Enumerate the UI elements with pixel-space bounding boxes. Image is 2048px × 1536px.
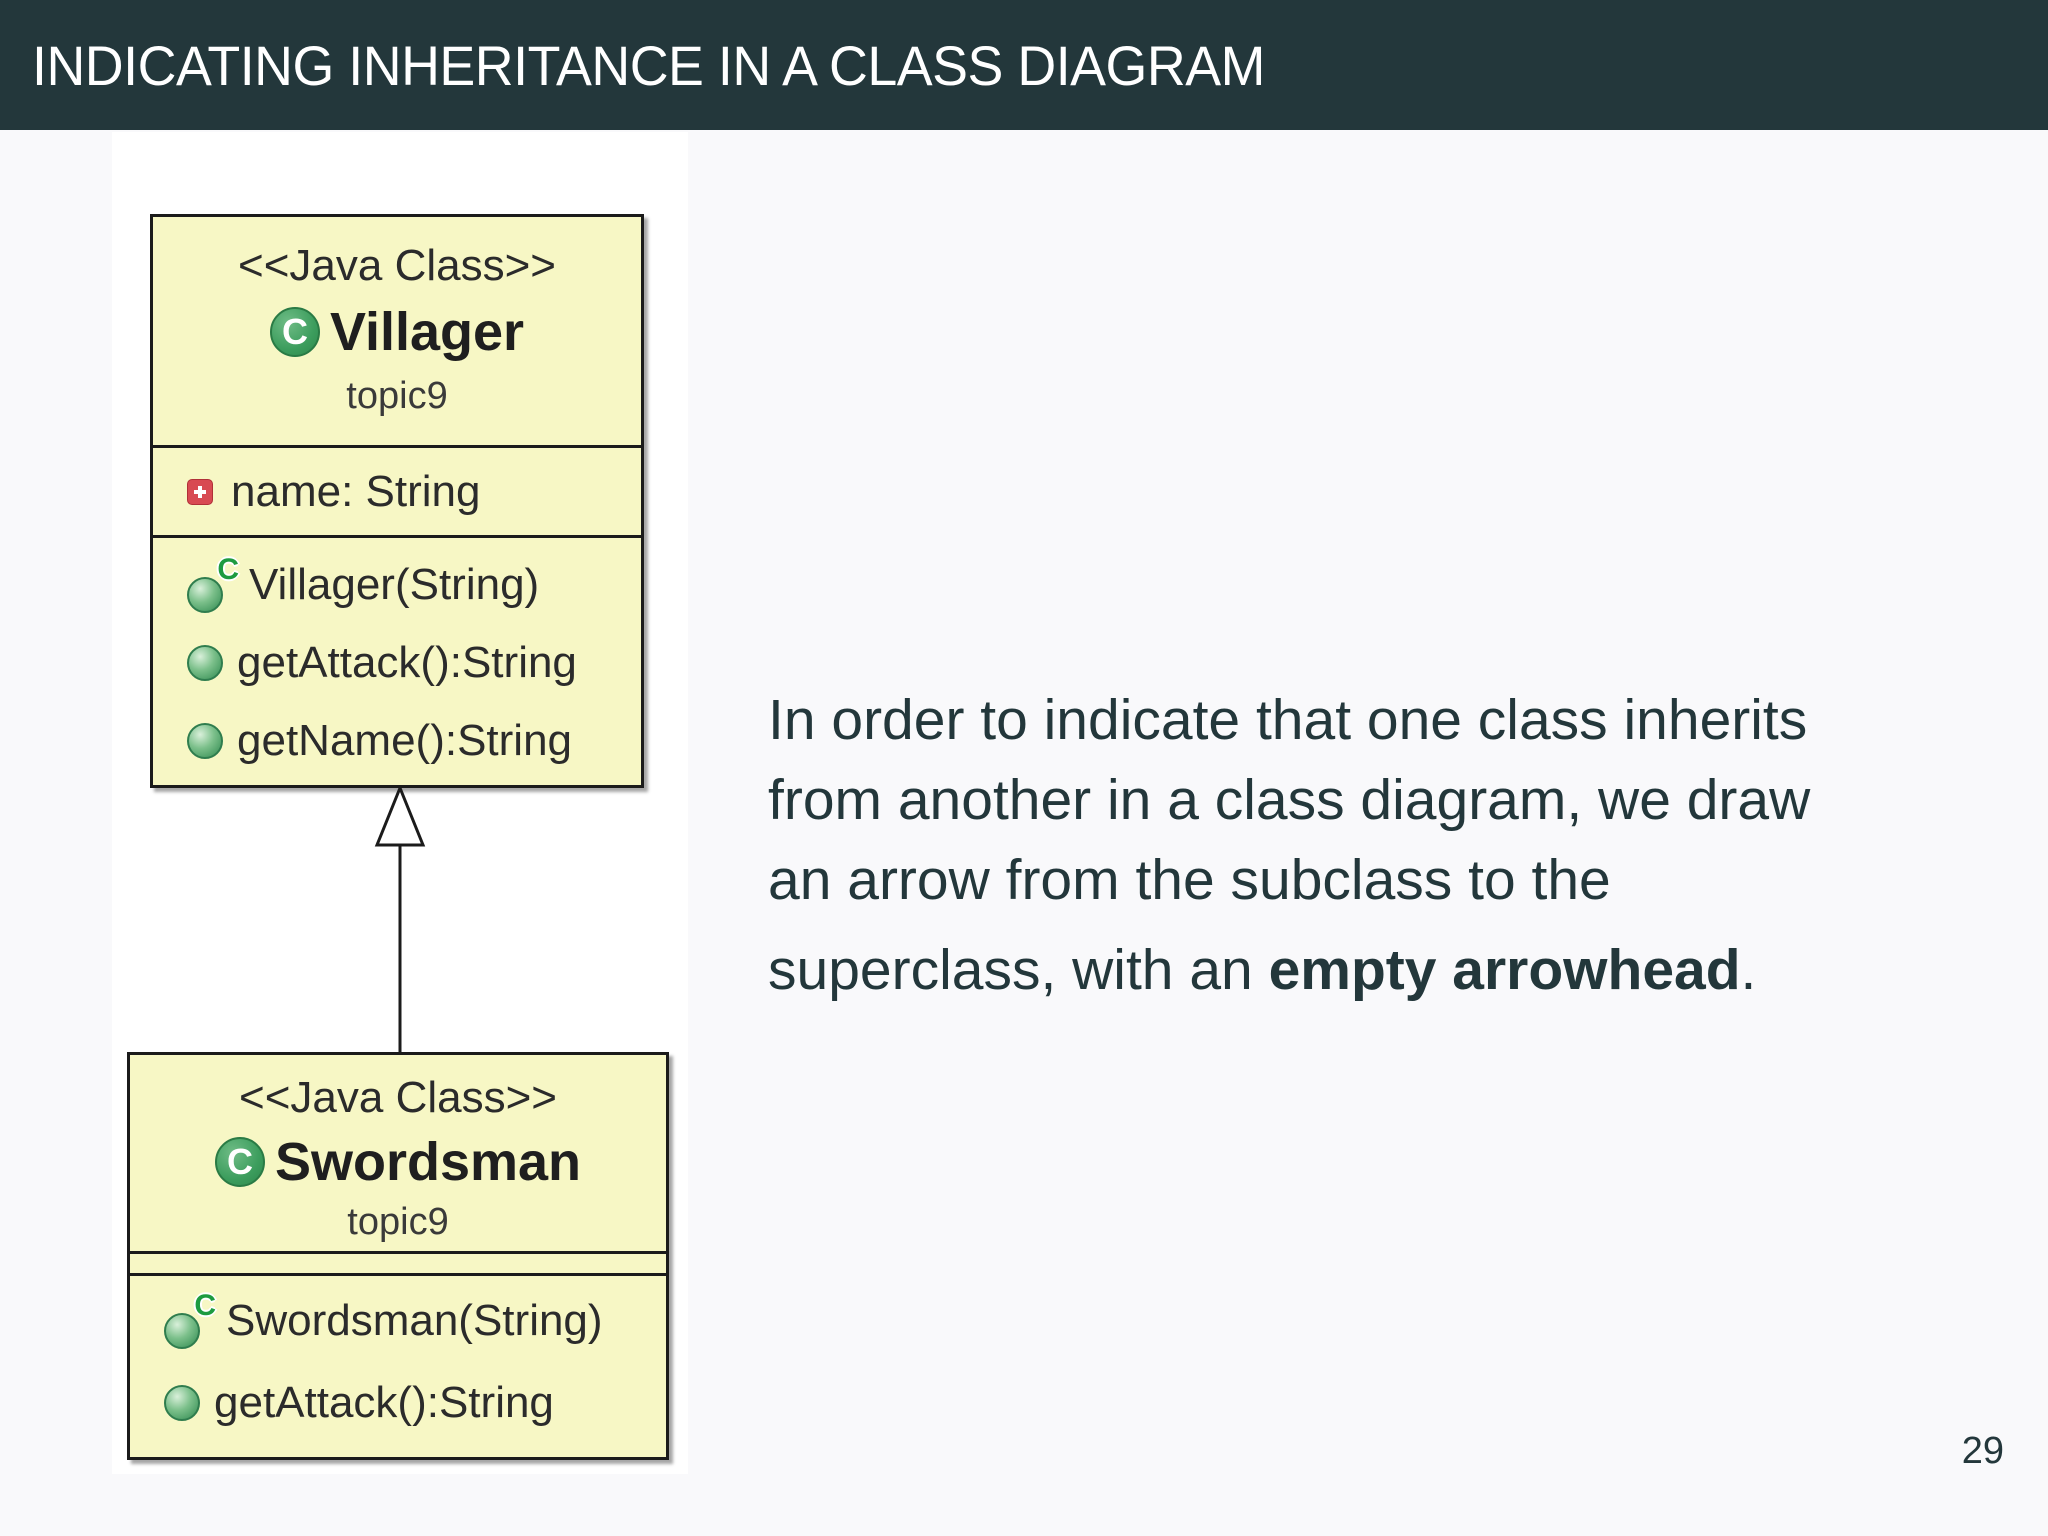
constructor-c-marker: C (217, 553, 239, 586)
method-text: getAttack():String (214, 1378, 554, 1427)
paragraph-bold-text: empty arrowhead (1268, 938, 1741, 1002)
method-row: getAttack():String (153, 624, 641, 702)
paragraph-line: an arrow from the subclass to the (768, 848, 1611, 912)
slide-title-bar: INDICATING INHERITANCE IN A CLASS DIAGRA… (0, 0, 2048, 130)
swordsman-header: <<Java Class>> C Swordsman topic9 (130, 1055, 666, 1251)
swordsman-name-row: C Swordsman (130, 1131, 666, 1193)
method-row: C Villager(String) (153, 546, 641, 624)
villager-name-row: C Villager (153, 301, 641, 363)
java-class-icon: C (214, 1137, 265, 1187)
method-row: getAttack():String (130, 1362, 666, 1444)
method-icon (164, 1385, 200, 1421)
paragraph-text: . (1740, 938, 1757, 1002)
slide-title: INDICATING INHERITANCE IN A CLASS DIAGRA… (32, 33, 1265, 97)
class-box-villager: <<Java Class>> C Villager topic9 name: S… (150, 214, 644, 788)
method-sphere-icon (164, 1313, 200, 1349)
villager-package: topic9 (346, 375, 448, 417)
method-icon (187, 723, 223, 759)
method-row: getName():String (153, 702, 641, 780)
private-field-icon (187, 478, 213, 505)
method-sphere-icon (187, 577, 223, 613)
attribute-row: name: String (153, 448, 641, 535)
method-text: Villager(String) (249, 560, 540, 609)
paragraph-line: superclass, with an empty arrowhead. (768, 930, 2038, 1010)
empty-arrowhead (374, 785, 426, 847)
swordsman-stereotype: <<Java Class>> (239, 1073, 557, 1122)
villager-attributes-compartment: name: String (153, 445, 641, 535)
method-text: getName():String (237, 716, 573, 765)
swordsman-class-name: Swordsman (274, 1132, 582, 1192)
attribute-text: name: String (231, 466, 481, 516)
method-text: getAttack():String (237, 638, 577, 687)
villager-class-name: Villager (329, 302, 525, 362)
paragraph-line: from another in a class diagram, we draw (768, 768, 1811, 832)
swordsman-package: topic9 (347, 1201, 449, 1243)
class-box-swordsman: <<Java Class>> C Swordsman topic9 C Swor… (127, 1052, 669, 1460)
method-text: Swordsman(String) (226, 1296, 603, 1345)
inheritance-arrow (374, 785, 426, 1053)
java-class-icon: C (269, 307, 320, 357)
page-number: 29 (1961, 1430, 2004, 1472)
swordsman-attributes-compartment-empty (130, 1251, 666, 1273)
constructor-icon: C (164, 1289, 216, 1349)
swordsman-methods-compartment: C Swordsman(String) getAttack():String (130, 1273, 666, 1447)
villager-stereotype: <<Java Class>> (238, 241, 556, 290)
method-row: C Swordsman(String) (130, 1280, 666, 1362)
explanation-paragraph: In order to indicate that one class inhe… (768, 680, 2038, 1010)
villager-methods-compartment: C Villager(String) getAttack():String ge… (153, 535, 641, 781)
method-icon (187, 645, 223, 681)
paragraph-line: In order to indicate that one class inhe… (768, 688, 1808, 752)
villager-header: <<Java Class>> C Villager topic9 (153, 217, 641, 445)
paragraph-text: superclass, with an (768, 938, 1269, 1002)
uml-diagram-image: <<Java Class>> C Villager topic9 name: S… (112, 132, 688, 1474)
constructor-c-marker: C (194, 1289, 216, 1322)
constructor-icon: C (187, 553, 239, 613)
